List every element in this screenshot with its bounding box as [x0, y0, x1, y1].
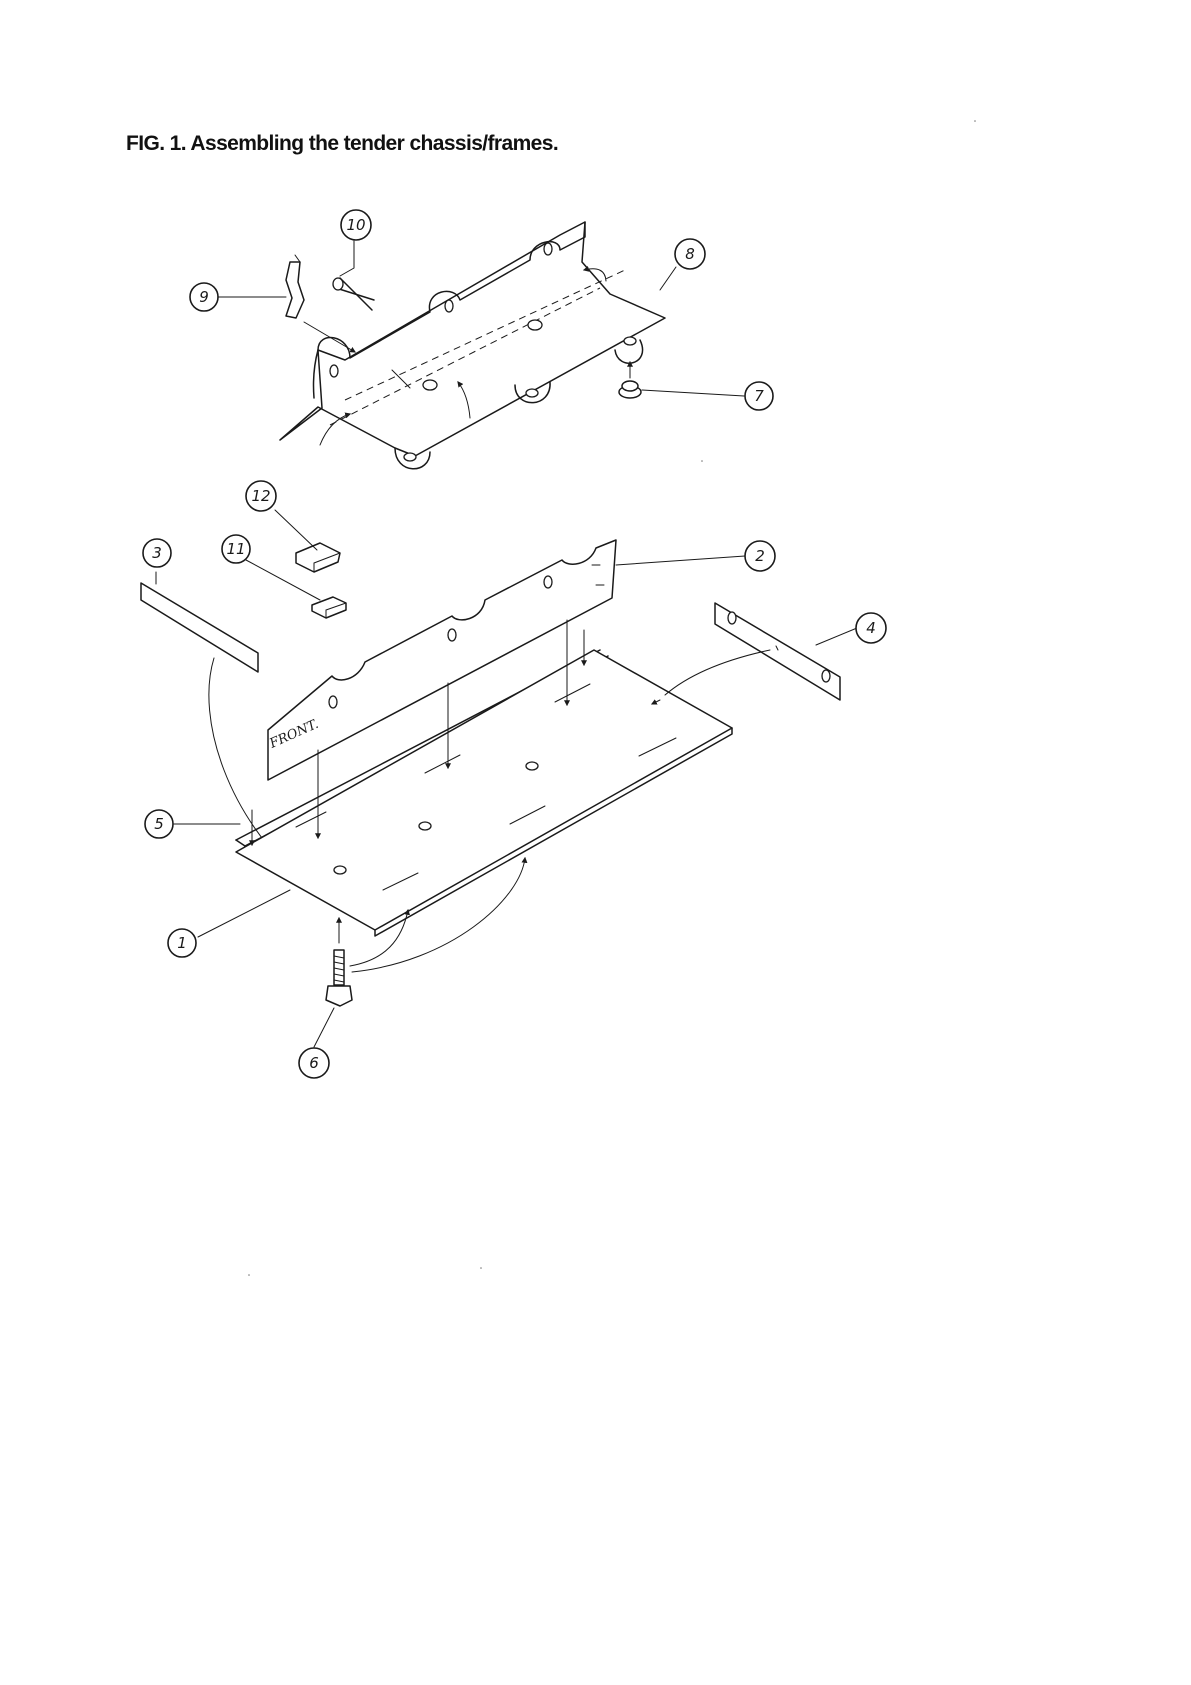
clip-part-11 — [312, 597, 346, 618]
end-plate-part-4 — [715, 603, 840, 700]
svg-text:9: 9 — [199, 288, 209, 306]
pin-part-10 — [333, 278, 374, 310]
frame-hole — [528, 320, 542, 330]
callout-8: 8 — [675, 239, 705, 269]
frame-hole — [544, 243, 552, 255]
callout-9: 9 — [190, 283, 218, 311]
frame-hole — [404, 453, 416, 461]
frame-hole — [624, 337, 636, 345]
svg-text:7: 7 — [754, 387, 764, 405]
svg-text:8: 8 — [685, 245, 695, 263]
clip-part-12 — [296, 543, 340, 572]
bracket-part-9 — [286, 255, 355, 352]
callout-12: 12 — [246, 481, 276, 511]
base-plate-part-1 — [236, 650, 732, 936]
svg-text:5: 5 — [154, 815, 164, 833]
chassis-frame-part-8 — [280, 222, 665, 469]
nut-part-7 — [619, 362, 641, 398]
svg-text:3: 3 — [152, 544, 162, 562]
callout-11: 11 — [222, 535, 250, 563]
svg-text:11: 11 — [226, 540, 245, 558]
frame-hole — [526, 389, 538, 397]
svg-text:4: 4 — [866, 619, 876, 637]
svg-text:2: 2 — [755, 547, 765, 565]
callout-5: 5 — [145, 810, 173, 838]
callout-2: 2 — [745, 541, 775, 571]
frame-hole — [423, 380, 437, 390]
callout-4: 4 — [856, 613, 886, 643]
svg-text:12: 12 — [251, 487, 270, 505]
callout-10: 10 — [341, 210, 371, 240]
frame-hole — [445, 300, 453, 312]
callout-3: 3 — [143, 539, 171, 567]
callout-1: 1 — [168, 929, 196, 957]
callout-7: 7 — [745, 382, 773, 410]
svg-text:6: 6 — [309, 1054, 319, 1072]
svg-text:10: 10 — [346, 216, 365, 234]
callout-6: 6 — [299, 1048, 329, 1078]
frame-hole — [330, 365, 338, 377]
svg-text:1: 1 — [177, 934, 187, 952]
